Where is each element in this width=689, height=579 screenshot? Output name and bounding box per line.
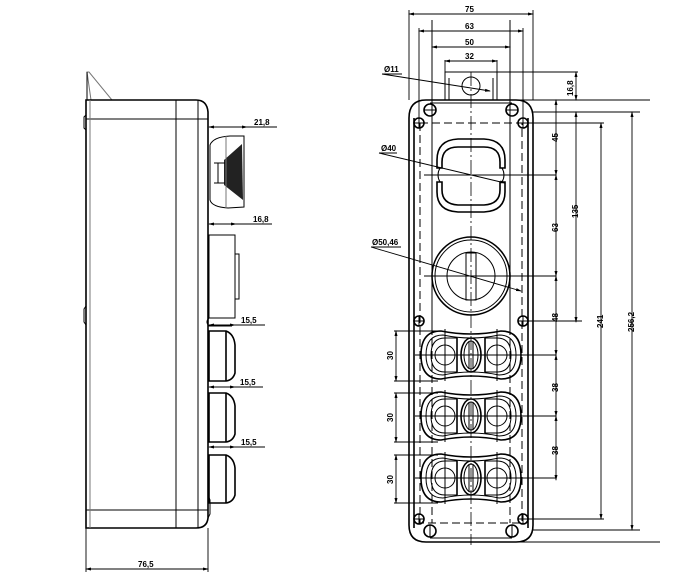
- label-30-c: 30: [386, 475, 395, 484]
- dim-selector-diameter: Ø50,46: [370, 238, 522, 292]
- dim-pushbutton-2: 15,5: [208, 378, 263, 389]
- dim-bracket-hole-diameter: Ø11: [381, 65, 491, 92]
- dim-double-button-height-1: 30: [386, 330, 438, 382]
- dim-double-button-height-2: 30: [386, 392, 438, 443]
- dim-inner-height: 241: [596, 122, 605, 520]
- dim-pushbutton-3: 15,5: [208, 438, 265, 449]
- dim-second-pitch: 63: [551, 174, 560, 277]
- label-15-5-c: 15,5: [241, 438, 257, 447]
- mounting-screw-icon: [413, 513, 425, 525]
- side-pushbutton-3: [208, 454, 236, 504]
- label-50: 50: [465, 38, 474, 47]
- label-63-pitch: 63: [551, 223, 560, 232]
- label-21-8: 21,8: [254, 118, 270, 127]
- label-15-5-b: 15,5: [240, 378, 256, 387]
- side-mushroom-button: [209, 135, 245, 209]
- label-38-a: 38: [551, 383, 560, 392]
- label-63-width: 63: [465, 22, 474, 31]
- dim-mushroom-diameter: Ø40: [378, 144, 506, 184]
- dim-pitch-total: 135: [571, 111, 580, 323]
- dim-first-pitch: 45: [551, 99, 560, 176]
- mounting-screws: [413, 117, 529, 525]
- side-pushbutton-2: [208, 392, 236, 443]
- right-extension-lines: [470, 71, 660, 543]
- side-view: 21,8 16,8 15,5 15,5 15,5 76,5: [83, 71, 277, 572]
- label-135: 135: [571, 204, 580, 218]
- dim-double-button-pitch-1: 38: [551, 354, 560, 417]
- label-75: 75: [465, 5, 474, 14]
- side-pushbutton-1: [208, 330, 236, 382]
- label-256-2: 256,2: [627, 311, 636, 332]
- label-76-5: 76,5: [138, 560, 154, 569]
- label-d40: Ø40: [381, 144, 397, 153]
- label-241: 241: [596, 314, 605, 328]
- dim-bracket-offset: 16,8: [566, 71, 578, 101]
- dim-double-button-height-3: 30: [386, 454, 438, 504]
- mushroom-button: [424, 138, 556, 213]
- dim-double-button-pitch-2: 38: [551, 415, 560, 481]
- dim-mushroom-protrusion: 21,8: [208, 118, 277, 129]
- double-pushbutton: [415, 390, 556, 442]
- label-45: 45: [551, 133, 560, 142]
- mounting-screw-icon: [413, 315, 425, 327]
- dim-hole-spacing-width: 63: [418, 22, 524, 118]
- dim-pushbutton-1: 15,5: [208, 316, 265, 327]
- dim-overall-height: 256,2: [627, 111, 636, 531]
- label-30-b: 30: [386, 413, 395, 422]
- label-16-8-front: 16,8: [566, 80, 575, 96]
- selector-switch: [424, 236, 556, 316]
- dim-bracket-width: 32: [444, 52, 498, 72]
- label-16-8: 16,8: [253, 215, 269, 224]
- dim-third-pitch: 48: [551, 275, 560, 356]
- dim-selector-protrusion: 16,8: [208, 215, 272, 226]
- double-pushbutton: [415, 452, 556, 504]
- dim-inner-width: 50: [431, 38, 511, 49]
- label-d50-46: Ø50,46: [372, 238, 399, 247]
- side-selector-switch: [206, 234, 240, 327]
- dim-housing-depth: 76,5: [85, 528, 209, 572]
- front-view: 75 63 50 32 Ø11 Ø40: [370, 5, 660, 545]
- label-30-a: 30: [386, 351, 395, 360]
- dim-overall-width: 75: [408, 5, 534, 100]
- double-pushbuttons: [415, 329, 556, 504]
- label-d11: Ø11: [384, 65, 399, 74]
- bracket-screws: [423, 103, 519, 538]
- label-32: 32: [465, 52, 474, 61]
- side-housing: [83, 99, 211, 529]
- label-48: 48: [551, 313, 560, 322]
- mounting-screw-icon: [413, 117, 425, 129]
- side-bracket: [86, 71, 114, 101]
- label-38-b: 38: [551, 446, 560, 455]
- double-pushbutton: [415, 329, 556, 381]
- label-15-5-a: 15,5: [241, 316, 257, 325]
